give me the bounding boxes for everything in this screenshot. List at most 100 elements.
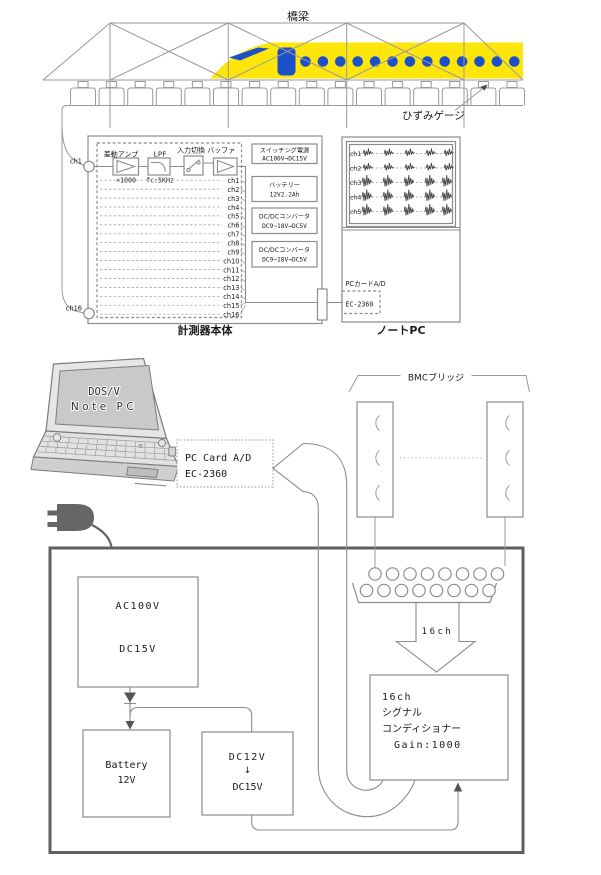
dcdc-line1: DC12V [229,752,267,763]
lpf-label: LPF [154,151,167,159]
dcdc-line3: DC15V [232,782,262,793]
notepc-screen [348,143,454,225]
dcdc2-line1: DC/DCコンバータ [259,246,310,254]
dcdc1-line1: DC/DCコンバータ [259,213,310,221]
battery-small-line1: バッテリー [269,182,300,189]
svg-text:ch5: ch5 [228,213,240,221]
bmc-bridge: BMCブリッジ [348,372,530,568]
buffer-triangle-icon [216,159,236,174]
conditioner-line4: Gain:1000 [394,740,462,751]
conditioner-line2: シグナル [382,706,422,719]
svg-text:ch10: ch10 [223,257,239,265]
svg-text:ch2: ch2 [228,186,240,194]
ch16-terminal-label: ch16 [66,305,82,313]
svg-text:ch13: ch13 [223,284,239,292]
train-windows [300,56,520,67]
switching-psu-box [251,143,318,165]
amp-gain-label: ×1000 [116,177,136,185]
train-windshield [229,47,269,61]
amp-triangle-icon [116,159,137,174]
battery-small-line2: 12V2.2Ah [270,192,300,199]
ac-line2: DC15V [119,644,157,655]
measurement-unit: ch1 ch16 差動アンプ ×1000 LPF fc:5KHz 入力切換 バッ… [66,135,328,337]
switching-psu-line1: スイッチング電源 [260,147,310,155]
gauge-rail-line [61,105,523,128]
laptop-screen-line2: Note PC [71,401,137,413]
arrow-16ch-down-icon [394,603,477,673]
laptop-latch-icon [52,433,62,442]
pc-card-dotted-border [176,439,274,488]
lpf-curve-icon [151,161,167,172]
svg-text:ch1: ch1 [350,151,361,158]
arrow-16ch-label: 16ch [422,627,454,637]
pc-card-line1: PC Card A/D [185,453,251,464]
laptop-front-line [134,483,167,487]
svg-text:ch11: ch11 [223,266,239,274]
pccard-slot-dashed-box [341,290,381,315]
svg-text:ch3: ch3 [350,180,361,187]
bmc-down-lines [374,517,506,568]
bmc-bridge-label: BMCブリッジ [408,372,464,384]
up-arrowhead-icon [453,782,463,792]
laptop-port-icon [168,446,177,457]
pccard-slot-label: PCカードA/D [346,280,386,288]
ac-line1: AC100V [115,601,160,612]
connector-16ch [351,567,505,604]
ac-adapter-box [77,576,199,688]
data-flow-band-arrow [272,442,416,818]
ch16-terminal [83,307,95,320]
bridge-truss [42,22,524,128]
dcdc2-line2: DC9~18V→DC5V [262,257,307,264]
notepc-screen-frame [345,140,457,228]
switching-psu-line2: AC100V→DC15V [262,156,307,163]
battery-box [82,729,171,818]
dcdc-box [201,731,294,816]
dcdc1-line2: DC9~18V→DC5V [262,223,307,230]
pc-card-box: PC Card A/D EC-2360 [176,439,274,488]
input-switch-box [183,155,204,176]
switch-icon [186,159,201,173]
laptop-screen [54,364,160,431]
ac-adapter: AC100V DC15V [77,576,199,688]
svg-text:ch2: ch2 [350,166,361,173]
unit-inner-dashed-box [96,142,243,319]
bridge-label: 橋梁 [287,9,309,23]
svg-text:ch4: ch4 [228,204,240,212]
channel-labels: ch1 ch2 ch3 ch4 ch5 ch6 ch7 ch8 ch9 ch10… [223,177,239,319]
battery-small-box [251,175,318,203]
channel-dashed-lines [100,179,222,315]
laptop-touchpad [125,466,159,478]
signal-conditioner-box [369,674,509,781]
conditioner-line3: コンディショナー [382,722,461,735]
strain-gauge-label: ひずみゲージ [402,110,465,122]
svg-text:ch15: ch15 [223,302,239,310]
svg-text:ch16: ch16 [223,311,239,319]
power-feed-line [251,782,463,831]
laptop-screen-line1: DOS/V [88,386,120,398]
dcdc-arrow-icon: ↓ [244,766,252,776]
svg-text:ch7: ch7 [228,231,240,239]
strain-gauge-callout: ひずみゲージ [402,84,488,122]
laptop-illustration [30,357,180,487]
channel-hooks [240,179,246,315]
unit-outer-box [87,135,323,325]
svg-text:ch3: ch3 [228,195,240,203]
diff-amp-box [112,157,140,176]
note-pc: ch1 ch2 ch3 ch4 ch5 PCカードA/D EC-2360 ノート… [327,136,461,337]
bmc-bridge-left-box [356,401,394,518]
strain-gauges [70,81,525,106]
shinkansen-train [210,42,523,79]
ch1-terminal-label: ch1 [70,158,82,166]
dcdc-converter-box-2 [251,240,318,268]
ch1-terminal [83,160,95,173]
notepc-hinge-lines [342,226,460,231]
callout-arrowhead-icon [480,84,488,91]
svg-text:ch5: ch5 [350,209,361,216]
pc-card-line2: EC-2360 [185,469,227,480]
waveform-display: ch1 ch2 ch3 ch4 ch5 [350,148,455,216]
dcdc-converter-box-1 [251,207,318,235]
unit-title: 計測器本体 [178,323,234,337]
battery-line1: Battery [105,760,147,771]
svg-text:ch4: ch4 [350,195,361,202]
